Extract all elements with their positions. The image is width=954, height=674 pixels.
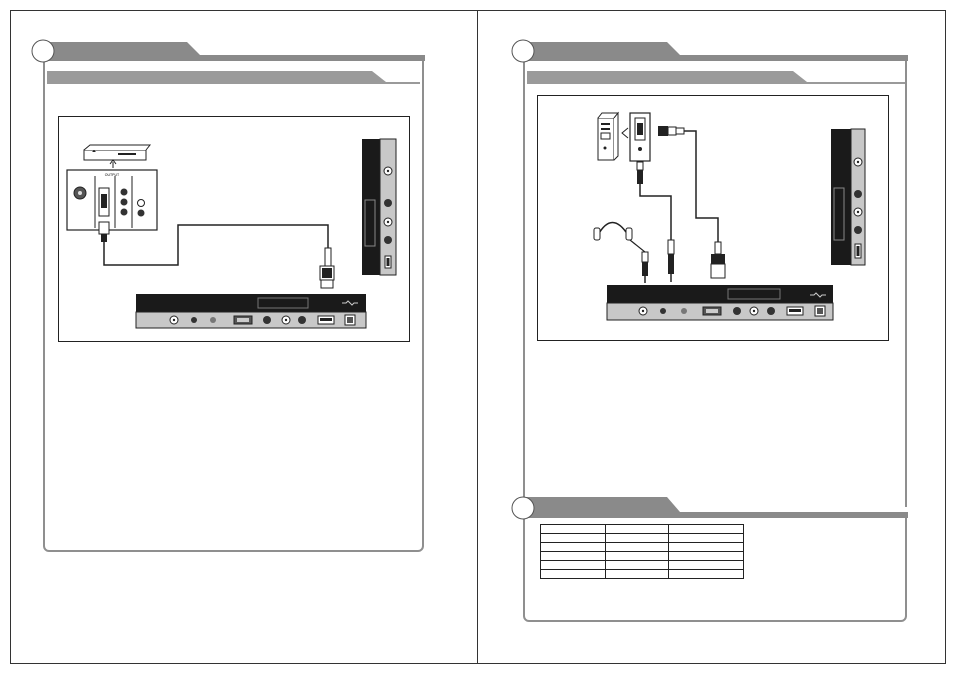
pc-tower-icon xyxy=(597,111,620,161)
spec-section-bar xyxy=(520,512,908,518)
table-row xyxy=(540,533,744,543)
right-section-number-circle xyxy=(511,39,535,63)
tv-side-panel-icon xyxy=(362,138,397,276)
hdmi-plug-icon xyxy=(319,265,335,289)
table-row xyxy=(540,524,744,534)
tv-bottom-panel-icon-right xyxy=(606,285,834,321)
right-section-tab xyxy=(520,42,680,55)
svg-text:OUTPUT: OUTPUT xyxy=(105,173,120,177)
left-section-bar xyxy=(40,55,425,61)
spec-section-tab xyxy=(520,497,680,512)
pc-back-panel xyxy=(629,112,651,162)
dvd-player-icon xyxy=(83,144,152,161)
output-panel: OUTPUT xyxy=(66,169,158,231)
table-row xyxy=(540,542,744,552)
right-section-bar xyxy=(520,55,908,61)
page-frame xyxy=(10,10,946,664)
page-gutter xyxy=(477,10,478,664)
vga-plug-icon xyxy=(658,126,685,136)
left-section-tab xyxy=(40,42,200,55)
table-row xyxy=(540,551,744,561)
headphones-icon xyxy=(593,221,633,241)
spec-table xyxy=(540,524,744,579)
right-subsection-bar xyxy=(527,71,807,82)
audio-plug-icon xyxy=(667,239,675,282)
left-section-number-circle xyxy=(31,39,55,63)
tv-side-panel-icon-right xyxy=(831,128,866,266)
spec-section-number-circle xyxy=(511,496,535,520)
tv-bottom-panel-icon xyxy=(135,294,367,329)
table-row xyxy=(540,569,744,579)
left-subsection-bar xyxy=(47,71,386,82)
table-row xyxy=(540,560,744,570)
